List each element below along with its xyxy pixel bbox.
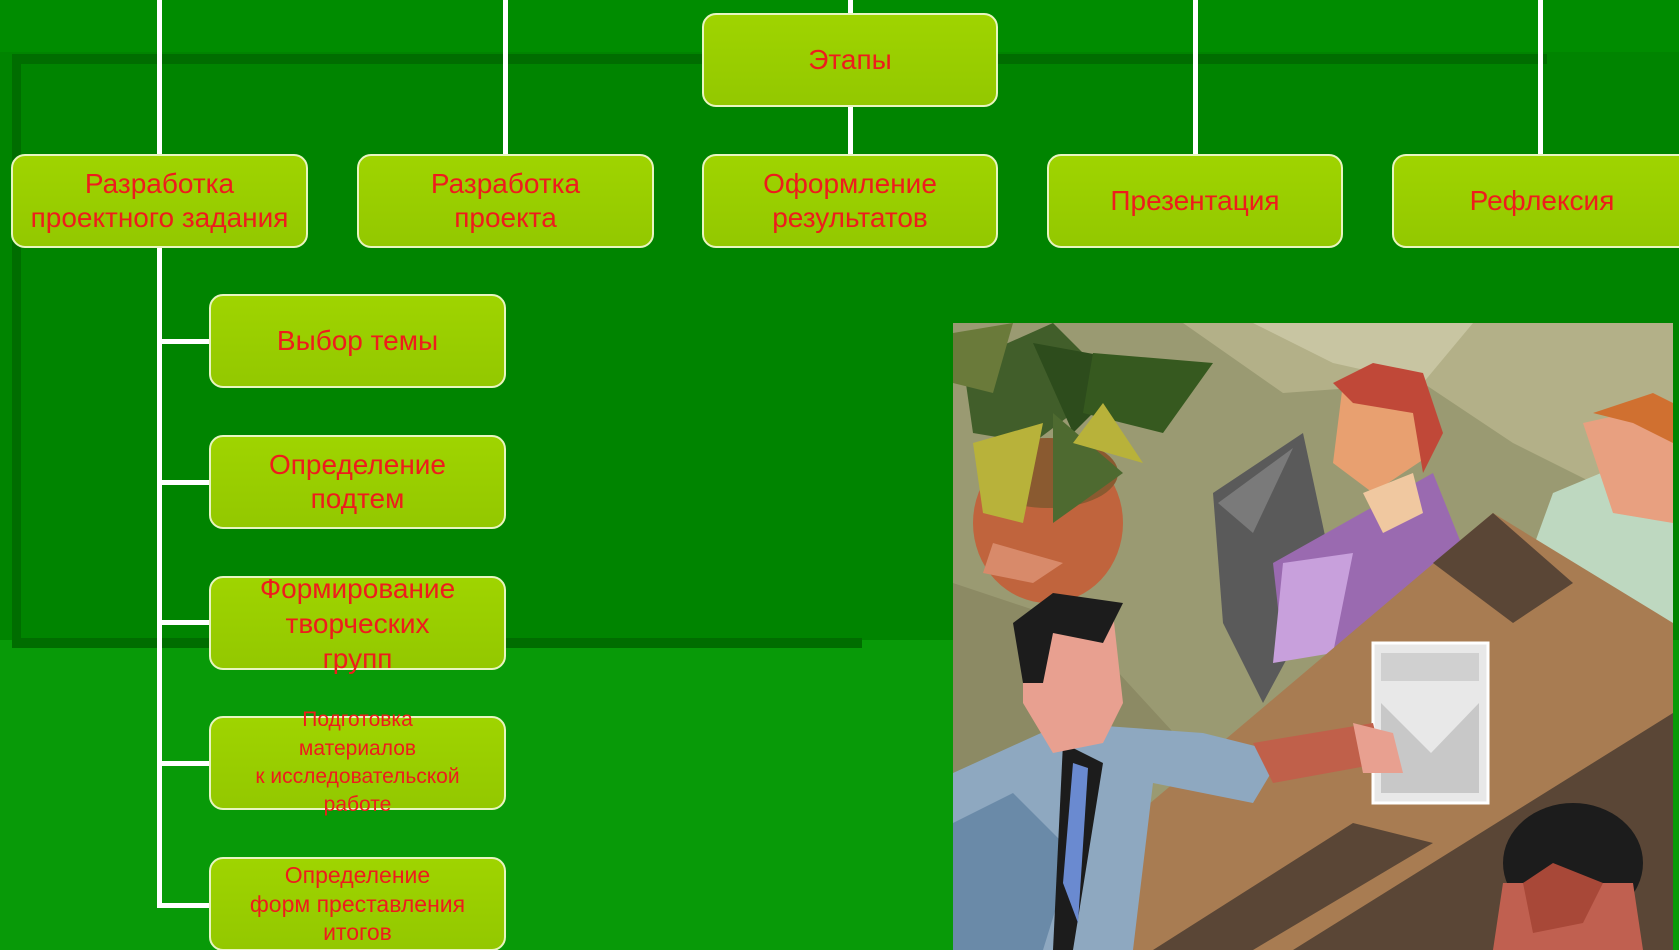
connector-substep-2	[157, 480, 210, 485]
connector-stage-5	[1538, 0, 1543, 155]
connector-stage-4	[1193, 0, 1198, 155]
business-meeting-clipart-icon	[953, 323, 1673, 950]
connector-stage-1	[157, 0, 162, 155]
connector-substep-1	[157, 339, 210, 344]
connector-stage-2	[503, 0, 508, 155]
node-stage-4: Презентация	[1047, 154, 1343, 248]
node-substep-3: Формирование творческих групп	[209, 573, 506, 674]
connector-substep-5	[157, 903, 210, 908]
node-stage-2: Разработка проекта	[357, 154, 654, 248]
connector-stage-3	[848, 106, 853, 155]
node-stage-1: Разработка проектного задания	[11, 154, 308, 248]
shadow-line-left	[12, 58, 21, 643]
node-stage-3: Оформление результатов	[702, 154, 998, 248]
connector-substep-4	[157, 761, 210, 766]
node-substep-5: Определение форм преставления итогов	[209, 857, 506, 950]
node-substep-4: Подготовка материалов к исследовательско…	[209, 708, 506, 816]
node-root: Этапы	[702, 13, 998, 107]
node-substep-1: Выбор темы	[209, 294, 506, 388]
node-stage-5: Рефлексия	[1392, 154, 1679, 248]
connector-substep-3	[157, 620, 210, 625]
connector-root-top	[848, 0, 853, 14]
connector-substeps-trunk	[157, 247, 162, 908]
node-substep-2: Определение подтем	[209, 435, 506, 529]
